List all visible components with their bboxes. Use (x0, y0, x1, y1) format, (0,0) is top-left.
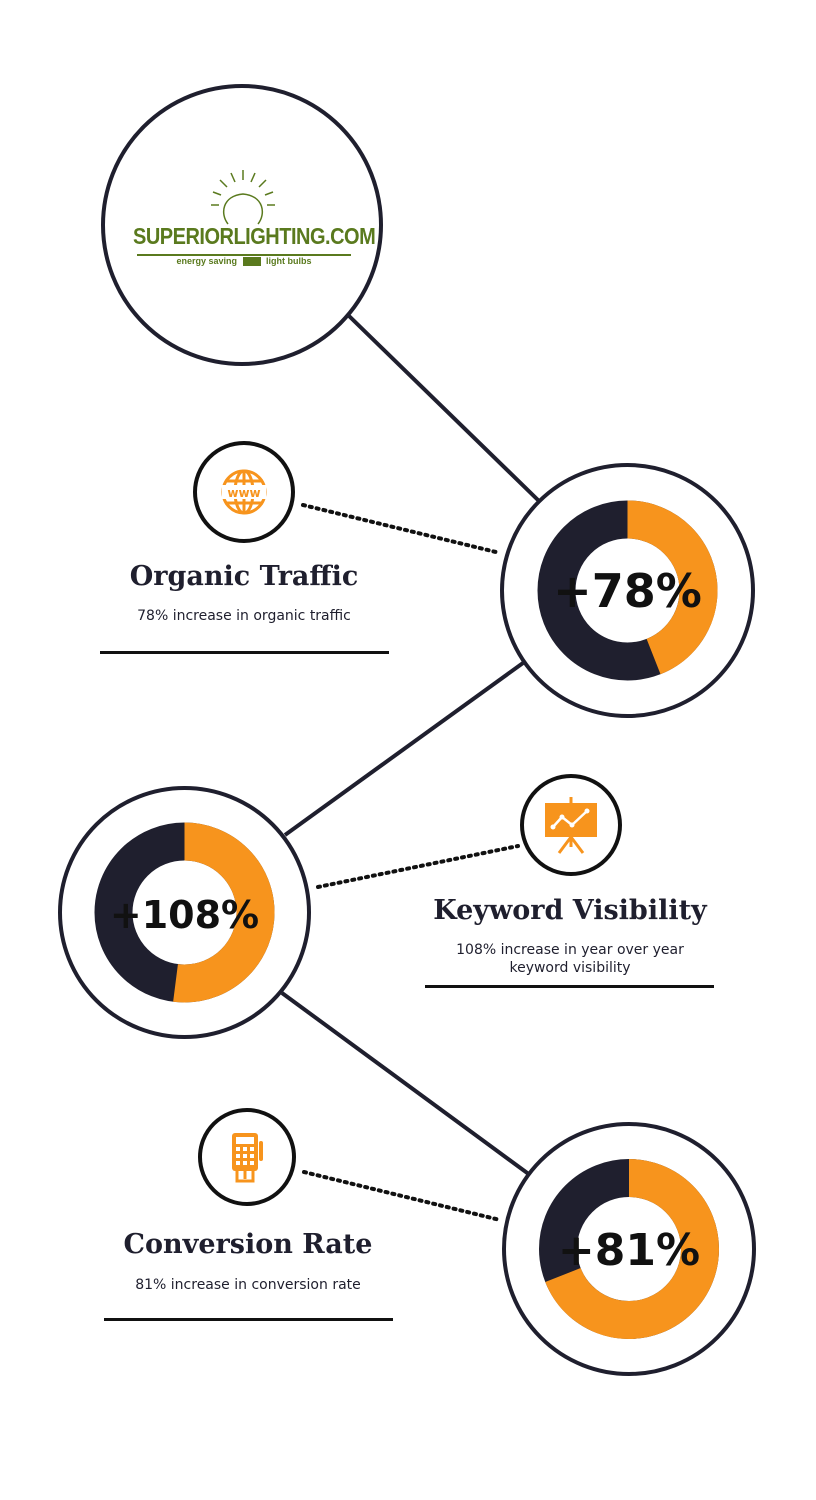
donut-fill (539, 1159, 719, 1339)
metric-desc-conversion-rate: 81% increase in conversion rate (135, 1277, 361, 1293)
metric-desc-organic-traffic: 78% increase in organic traffic (137, 608, 351, 624)
divider-conversion-rate (104, 1318, 393, 1321)
donut-percent-label: +78% (553, 564, 702, 618)
donut-percent-label: +81% (558, 1225, 700, 1276)
calculator-icon-circle (198, 1108, 296, 1206)
presentation-chart-icon-circle (520, 774, 622, 876)
logo-tagline-right: light bulbs (266, 256, 312, 266)
donut-chart: +108% (94, 822, 275, 1003)
logo-underline (137, 254, 351, 256)
metric-title-organic-traffic: Organic Traffic (129, 561, 359, 592)
logo-tagline-left: energy saving (176, 256, 237, 266)
donut-keyword-visibility: +108% (58, 786, 311, 1039)
donut-organic-traffic: +78% (500, 463, 755, 718)
donut-percent-label: +108% (110, 893, 259, 937)
divider-keyword-visibility (425, 985, 714, 988)
divider-organic-traffic (100, 651, 389, 654)
www-globe-icon-circle: www (193, 441, 295, 543)
metric-desc-keyword-visibility: 108% increase in year over year keyword … (456, 942, 684, 976)
metric-title-conversion-rate: Conversion Rate (123, 1229, 373, 1260)
www-globe-icon: www (221, 469, 267, 515)
logo-tagline: energy saving light bulbs (133, 256, 355, 267)
donut-fill (537, 500, 718, 681)
donut-fill (94, 822, 275, 1003)
metric-title-keyword-visibility: Keyword Visibility (433, 895, 707, 926)
bulb-stack-icon (242, 257, 261, 267)
svg-text:www: www (227, 486, 260, 500)
logo-brand-text: SUPERIORLIGHTING.COM (133, 224, 376, 250)
calculator-icon (232, 1133, 263, 1183)
donut-chart: +78% (537, 500, 718, 681)
presentation-chart-icon (545, 797, 597, 854)
logo-circle: SUPERIORLIGHTING.COM energy saving light… (101, 84, 383, 366)
donut-conversion-rate: +81% (502, 1122, 756, 1376)
lightbulb-rays-icon (211, 170, 275, 225)
donut-chart: +81% (539, 1159, 719, 1339)
